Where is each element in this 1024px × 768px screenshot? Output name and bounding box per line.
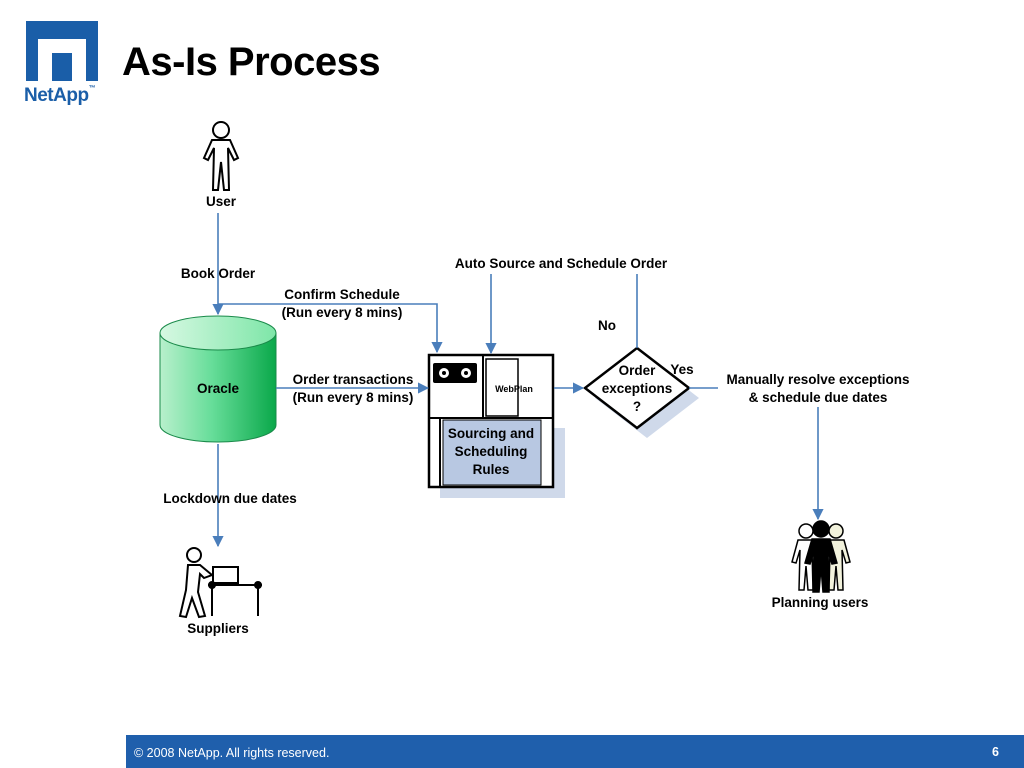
- confirm-schedule-arrow: [218, 303, 443, 354]
- manually-resolve-label: Manually resolve exceptions & schedule d…: [726, 372, 910, 405]
- yes-label: Yes: [670, 362, 694, 377]
- user-icon: [202, 121, 240, 191]
- process-diagram: [159, 121, 851, 619]
- netapp-logo-mark: [26, 21, 98, 81]
- page-title: As-Is Process: [122, 40, 381, 84]
- confirm-schedule-label: Confirm Schedule (Run every 8 mins): [281, 287, 403, 320]
- netapp-logo: NetApp™: [24, 21, 98, 106]
- auto-source-label: Auto Source and Schedule Order: [454, 256, 668, 271]
- webplan-label: WebPlan: [495, 384, 533, 394]
- order-exceptions-decision: [582, 346, 699, 438]
- suppliers-label: Suppliers: [187, 621, 249, 636]
- copyright-text: © 2008 NetApp. All rights reserved.: [134, 746, 330, 760]
- connectors: [212, 213, 824, 548]
- decision-label: Order exceptions ?: [601, 363, 673, 414]
- oracle-label: Oracle: [196, 381, 240, 396]
- lockdown-label: Lockdown due dates: [163, 491, 297, 506]
- oracle-database-icon: [159, 315, 277, 443]
- page-number: 6: [992, 745, 999, 759]
- no-label: No: [598, 318, 616, 333]
- suppliers-icon: [178, 547, 262, 619]
- user-label: User: [205, 194, 237, 209]
- netapp-n-icon: [38, 39, 86, 81]
- order-transactions-label: Order transactions (Run every 8 mins): [292, 372, 414, 405]
- planning-users-label: Planning users: [771, 595, 869, 610]
- sourcing-rules-label: Sourcing and Scheduling Rules: [447, 426, 535, 477]
- planning-users-icon: [791, 520, 851, 593]
- footer-bar: © 2008 NetApp. All rights reserved. 6: [126, 735, 1024, 768]
- webplan-server-icon: [427, 353, 565, 498]
- book-order-label: Book Order: [180, 266, 256, 281]
- netapp-wordmark: NetApp™: [24, 85, 96, 106]
